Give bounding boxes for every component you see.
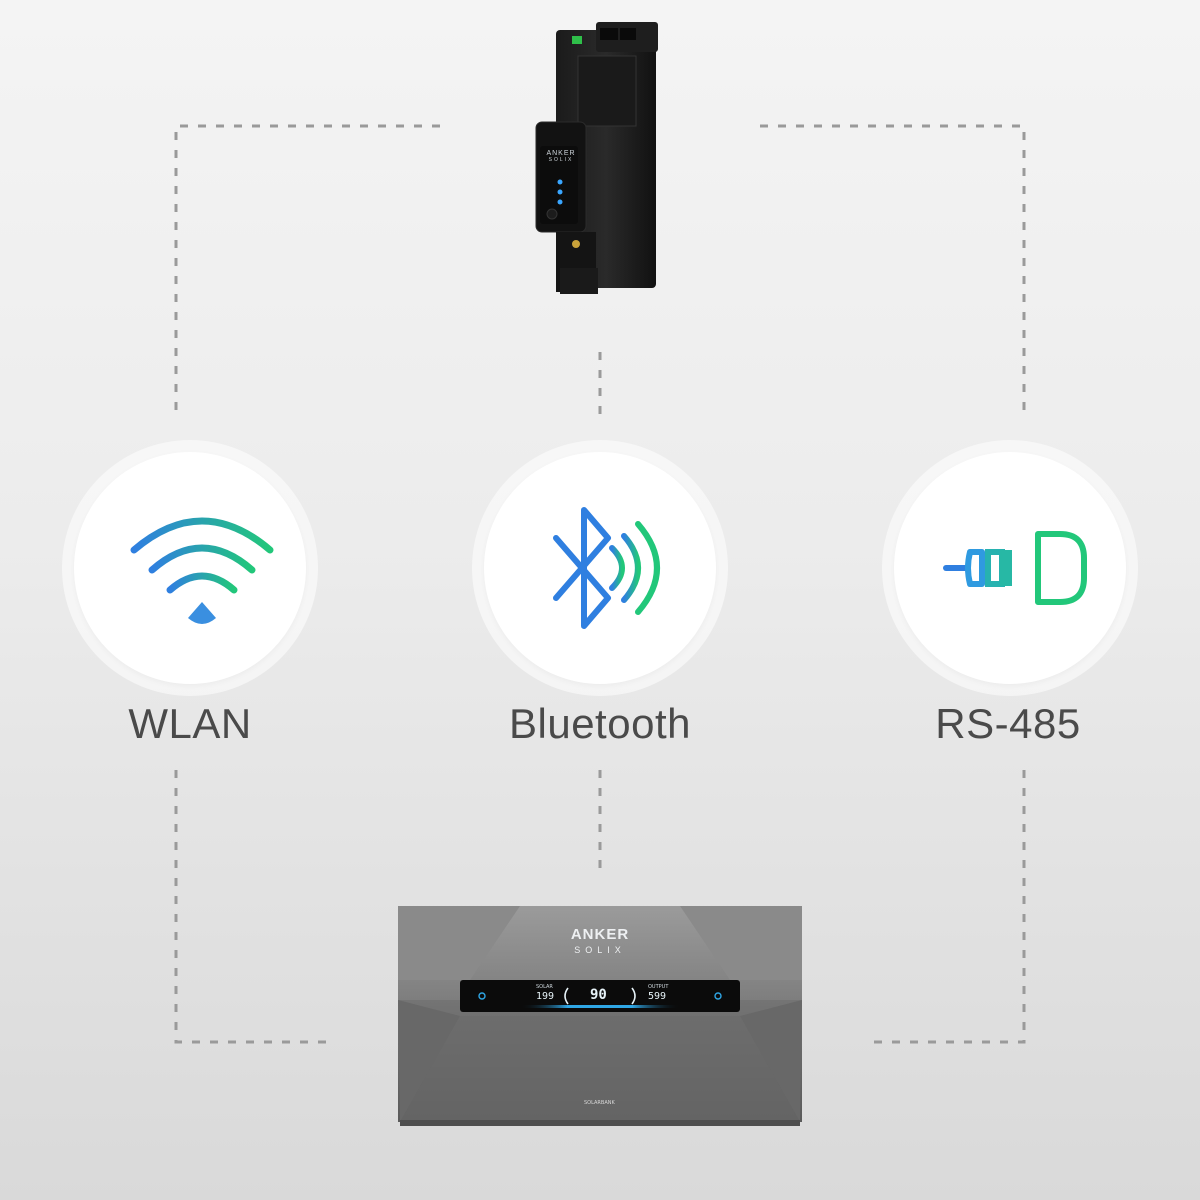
- battery-brand: ANKER SOLIX: [560, 926, 640, 955]
- connection-lines: [174, 124, 1026, 1044]
- plug-connector-icon: [943, 531, 1087, 605]
- rs485-top-line: [760, 124, 1026, 420]
- wlan-bottom-line: [174, 770, 330, 1044]
- rs485-label: RS-485: [935, 700, 1081, 747]
- wlan-circle: [74, 452, 306, 684]
- solarbank-battery-device: [398, 906, 802, 1126]
- battery-model: SOLARBANK: [584, 1100, 615, 1106]
- wlan-label: WLAN: [128, 700, 252, 747]
- display-left-value: 199: [536, 991, 555, 1002]
- display-center-value: 90: [590, 987, 607, 1003]
- wifi-icon: [130, 517, 274, 624]
- bluetooth-circle: [484, 452, 716, 684]
- meter-brand-name: ANKER: [546, 150, 576, 157]
- battery-brand-sub: SOLIX: [574, 945, 626, 955]
- rs485-circle: [894, 452, 1126, 684]
- bluetooth-icon: [553, 507, 660, 629]
- bluetooth-node: [472, 440, 728, 696]
- display-left-label: SOLAR: [536, 984, 553, 990]
- wlan-top-line: [174, 124, 440, 420]
- display-right-value: 599: [648, 991, 667, 1002]
- bluetooth-label: Bluetooth: [509, 700, 691, 747]
- meter-brand-sub: SOLIX: [548, 157, 574, 163]
- rs485-bottom-line: [870, 770, 1026, 1044]
- smart-meter-device: [535, 22, 658, 294]
- display-right-label: OUTPUT: [648, 984, 669, 990]
- meter-brand: ANKER SOLIX: [544, 150, 578, 163]
- wlan-node: [62, 440, 318, 696]
- rs485-node: [882, 440, 1138, 696]
- battery-brand-name: ANKER: [570, 926, 630, 943]
